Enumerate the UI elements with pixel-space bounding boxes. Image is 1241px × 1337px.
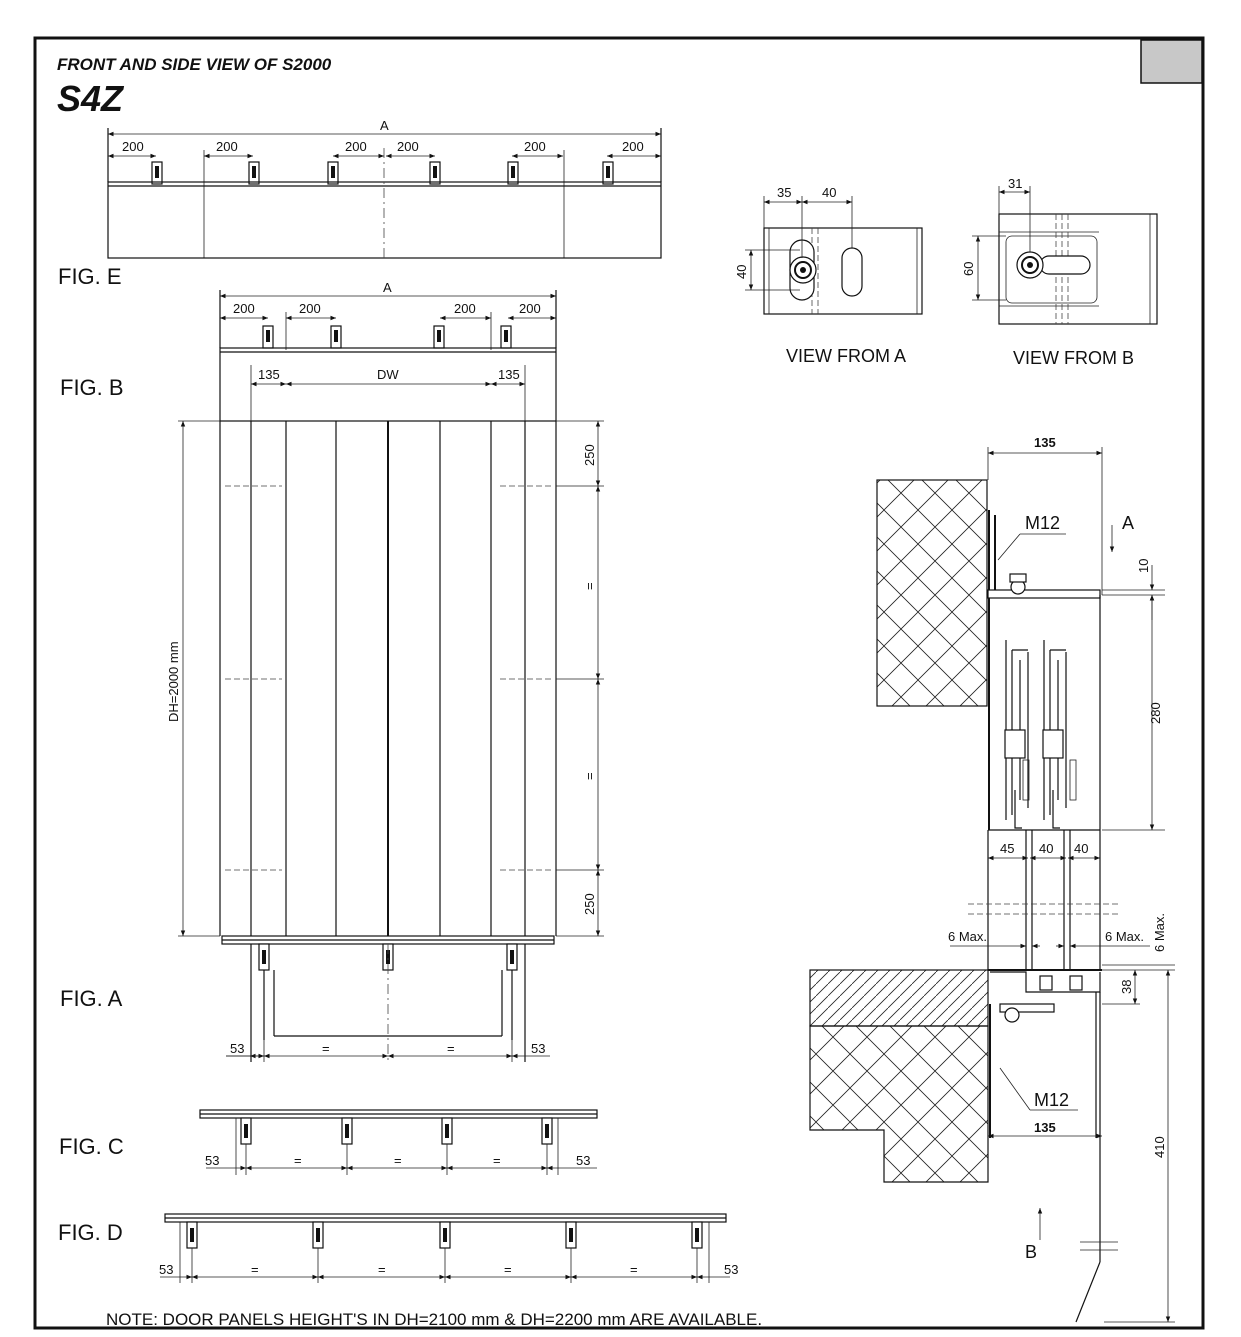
fig-c-label: FIG. C	[59, 1134, 124, 1159]
side-dim-135-top: 135	[1034, 435, 1056, 450]
fig-b-dim-200-3: 200	[454, 301, 476, 316]
fig-e-top-profile: A 200 200 200 200 200 200	[107, 118, 662, 259]
fig-a-sill: 53 = = 53	[221, 935, 555, 1062]
side-dim-280: 280	[1148, 702, 1163, 724]
note-door-panel-heights: NOTE: DOOR PANELS HEIGHT'S IN DH=2100 mm…	[106, 1310, 762, 1329]
fig-b-dim-dw: DW	[377, 367, 399, 382]
side-dim-40-b: 40	[1074, 841, 1088, 856]
fig-b-dim-200-2: 200	[299, 301, 321, 316]
door-panels: DH=2000 mm 250 = = 250	[166, 420, 604, 937]
fig-d-dim-eq-3: =	[504, 1262, 512, 1277]
fig-c-dim-53-right: 53	[576, 1153, 590, 1168]
fig-e-dim-200-4: 200	[397, 139, 419, 154]
side-dim-6max-vertical: 6 Max.	[1152, 913, 1167, 952]
fig-a-dim-53-right: 53	[531, 1041, 545, 1056]
side-dim-6max-left: 6 Max.	[948, 929, 987, 944]
fig-d-dim-53-right: 53	[724, 1262, 738, 1277]
side-label-m12-bottom: M12	[1034, 1090, 1069, 1110]
side-dim-6max-right: 6 Max.	[1105, 929, 1144, 944]
dim-dh-2000: DH=2000 mm	[166, 641, 181, 722]
fig-c-dim-53-left: 53	[205, 1153, 219, 1168]
sheet-subtitle: FRONT AND SIDE VIEW OF S2000	[57, 55, 332, 74]
view-from-b-caption: VIEW FROM B	[1013, 348, 1134, 368]
fig-d-label: FIG. D	[58, 1220, 123, 1245]
fig-b-dim-200-1: 200	[233, 301, 255, 316]
fig-e-dim-200-2: 200	[216, 139, 238, 154]
fig-a-dim-53-left: 53	[230, 1041, 244, 1056]
dim-eq-upper: =	[582, 582, 597, 590]
fig-c-dim-eq-1: =	[294, 1153, 302, 1168]
dim-eq-lower: =	[582, 772, 597, 780]
view-a-dim-40: 40	[822, 185, 836, 200]
side-arrow-b-label: B	[1025, 1242, 1037, 1262]
fig-e-dim-200-1: 200	[122, 139, 144, 154]
fig-b-dim-135-right: 135	[498, 367, 520, 382]
side-dim-40-a: 40	[1039, 841, 1053, 856]
fig-d-dim-eq-2: =	[378, 1262, 386, 1277]
side-label-m12-top: M12	[1025, 513, 1060, 533]
view-from-b-detail: 31 60	[961, 176, 1158, 325]
dim-250-top: 250	[582, 444, 597, 466]
side-dim-410: 410	[1152, 1136, 1167, 1158]
side-arrow-a-label: A	[1122, 513, 1134, 533]
view-b-dim-60: 60	[961, 262, 976, 276]
fig-e-dim-200-3: 200	[345, 139, 367, 154]
view-a-dim-35: 35	[777, 185, 791, 200]
fig-d-dim-53-left: 53	[159, 1262, 173, 1277]
view-from-a-detail: 35 40 40	[734, 185, 923, 315]
fig-b-dim-a: A	[383, 280, 392, 295]
fig-c-dim-eq-2: =	[394, 1153, 402, 1168]
sheet-title: S4Z	[57, 78, 125, 119]
fig-b-dim-135-left: 135	[258, 367, 280, 382]
fig-b-front-header: A 200 200 200 200 135 DW 135	[219, 280, 557, 422]
fig-a-dim-eq-right: =	[447, 1041, 455, 1056]
fig-e-dim-200-5: 200	[524, 139, 546, 154]
dim-250-bottom: 250	[582, 893, 597, 915]
sheet-border	[33, 36, 1205, 1330]
fig-b-label: FIG. B	[60, 375, 124, 400]
view-a-dim-40-v: 40	[734, 265, 749, 279]
side-section-view: 135 M12 A 10 280	[809, 435, 1175, 1323]
fig-e-dim-200-6: 200	[622, 139, 644, 154]
fig-d-sill: 53 = = = = 53	[159, 1213, 738, 1283]
fig-c-dim-eq-3: =	[493, 1153, 501, 1168]
fig-b-dim-200-4: 200	[519, 301, 541, 316]
view-b-dim-31: 31	[1008, 176, 1022, 191]
side-dim-38: 38	[1119, 980, 1134, 994]
fig-e-dim-a: A	[380, 118, 389, 133]
side-dim-135-bottom: 135	[1034, 1120, 1056, 1135]
fig-d-dim-eq-1: =	[251, 1262, 259, 1277]
fig-e-label: FIG. E	[58, 264, 122, 289]
view-from-a-caption: VIEW FROM A	[786, 346, 906, 366]
side-dim-45: 45	[1000, 841, 1014, 856]
fig-d-dim-eq-4: =	[630, 1262, 638, 1277]
fig-c-sill: 53 = = = 53	[199, 1109, 598, 1175]
fig-a-label: FIG. A	[60, 986, 123, 1011]
title-block-corner	[1140, 39, 1203, 84]
fig-a-dim-eq-left: =	[322, 1041, 330, 1056]
side-dim-10: 10	[1136, 559, 1151, 573]
